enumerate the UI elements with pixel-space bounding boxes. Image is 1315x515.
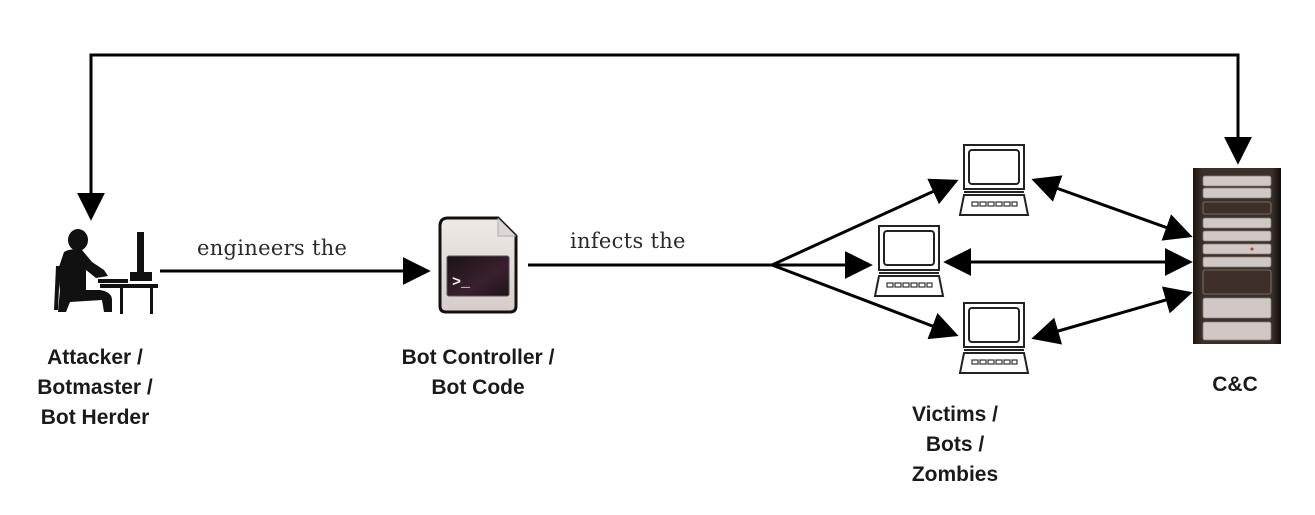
victims-label: Victims / Bots / Zombies — [885, 400, 1025, 490]
edge-cnc-attacker — [77, 53, 1252, 221]
cnc-label: C&C — [1190, 370, 1280, 400]
attacker-label-line: Bot Herder — [40, 406, 150, 429]
edge-label-engineers: engineers the — [197, 236, 348, 260]
edge-victims-cnc — [943, 175, 1193, 345]
bot-controller-label: Bot Controller / Bot Code — [368, 343, 588, 403]
rack-unit — [1202, 230, 1272, 242]
server-rack-icon — [1193, 168, 1281, 344]
attacker-label-line: Botmaster / — [37, 376, 153, 399]
rack-unit — [1202, 321, 1272, 341]
attacker-label-line: Attacker / — [47, 346, 143, 369]
edge-label-infects: infects the — [570, 229, 686, 253]
laptop-icon — [958, 302, 1030, 374]
rack-unit — [1202, 217, 1272, 229]
laptop-icon — [958, 144, 1030, 216]
rack-unit — [1202, 269, 1272, 295]
rack-unit — [1202, 297, 1272, 319]
rack-unit — [1202, 201, 1272, 215]
victims-label-line: Bots / — [925, 433, 985, 456]
status-led — [1250, 247, 1254, 251]
rack-unit — [1202, 243, 1272, 255]
bot-controller-label-line: Bot Controller / — [401, 346, 555, 369]
terminal-prompt: >_ — [452, 274, 471, 291]
edge-botcontroller-victims — [528, 178, 959, 340]
laptop-icon — [873, 225, 945, 297]
victims-label-line: Victims / — [912, 403, 998, 426]
victims-label-line: Zombies — [911, 463, 999, 486]
rack-unit — [1202, 187, 1272, 199]
attacker-label: Attacker / Botmaster / Bot Herder — [20, 343, 170, 433]
victim-laptops — [873, 144, 1030, 374]
bot-controller-label-line: Bot Code — [431, 376, 525, 399]
terminal-file-icon: >_ — [438, 216, 518, 314]
rack-unit — [1202, 175, 1272, 187]
rack-unit — [1202, 256, 1272, 268]
cnc-label-line: C&C — [1212, 373, 1258, 396]
attacker-at-computer-icon — [54, 229, 158, 314]
